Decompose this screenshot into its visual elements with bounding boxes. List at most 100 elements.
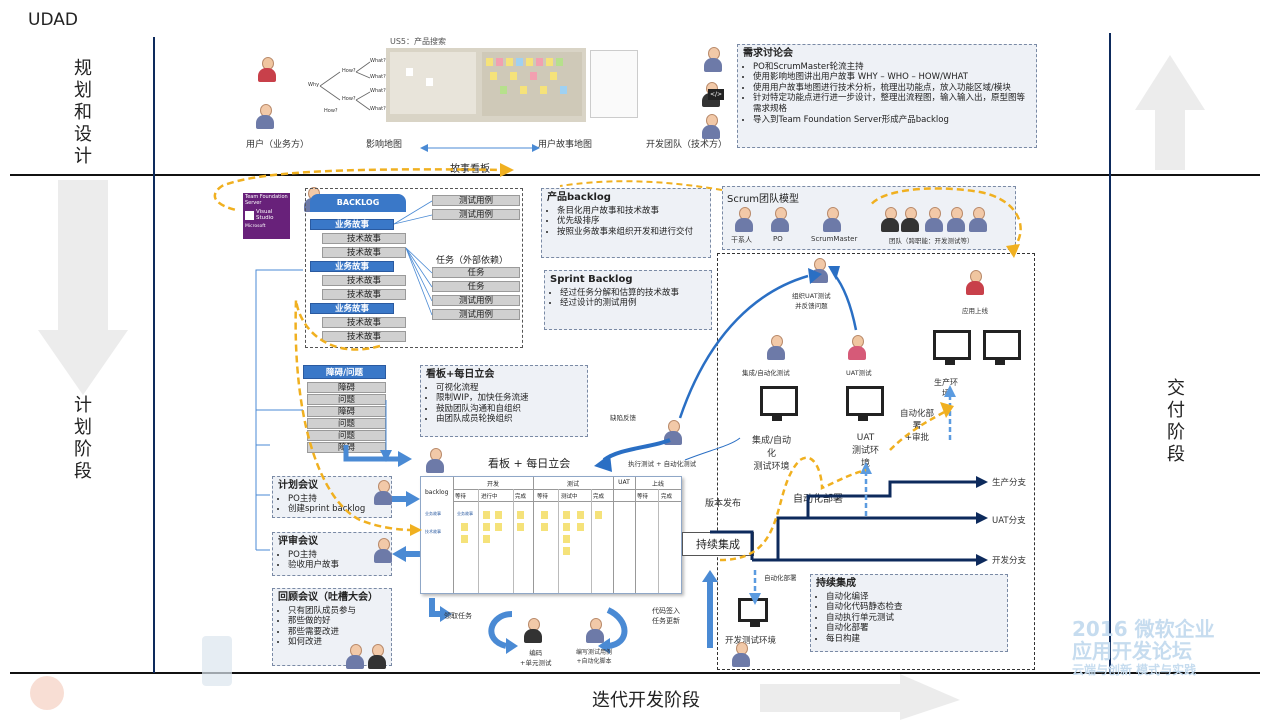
auto-deploy-approve-label: 自动化部 署 +审批 [900, 409, 935, 443]
integration-test-label: 集成/自动化测试 [742, 369, 790, 377]
board-col-done: 完成 [593, 494, 605, 500]
sb-note-item: 经过任务分解和估算的技术故事 [560, 288, 706, 299]
vs-line1: Visual [256, 209, 273, 215]
board-col-wait: 等待 [637, 494, 649, 500]
board-card-tech: 技术故事 [425, 529, 441, 534]
obstacle-item: 障碍 [307, 382, 386, 393]
phone-decor-icon [202, 636, 232, 686]
release-online-label: 应用上线 [962, 307, 988, 315]
board-col-done: 完成 [661, 494, 673, 500]
vs-line2: Studio [256, 215, 274, 222]
board-group-release: 上线 [651, 481, 664, 488]
retro-meeting-item: 那些需要改进 [288, 627, 386, 638]
phase-planning: 计划阶段 [74, 395, 92, 482]
review-meeting-item: 验收用户故事 [288, 560, 386, 571]
test-case-bar: 测试用例 [432, 209, 520, 220]
ci-note-list: 自动化编译 自动化代码静态检查 自动执行单元测试 自动化部署 每日构建 [816, 592, 1002, 645]
claim-task-label: 领取任务 [444, 612, 472, 620]
obstacles-header: 障碍/问题 [303, 365, 386, 379]
backlog-item-business: 业务故事 [310, 261, 394, 272]
review-meeting-title: 评审会议 [278, 536, 318, 547]
req-discussion-note: 需求讨论会 PO和ScrumMaster轮流主持 使用影响地图讲出用户故事 WH… [737, 44, 1037, 148]
integration-tester-icon [765, 335, 787, 361]
dev-team-label: 开发团队（技术方） [646, 140, 728, 150]
page-title: UDAD [28, 10, 78, 30]
board-col-progress: 进行中 [481, 494, 498, 500]
plan-meeting-item: PO主持 [288, 494, 386, 505]
delivery-dashed-box [717, 253, 1035, 670]
kanban-board: backlog 开发 测试 UAT 上线 等待 进行中 完成 等待 测试中 完成… [420, 476, 682, 594]
delivery-flow-lines [594, 266, 988, 605]
req-note-item: 针对特定功能点进行进一步设计，整理出流程图，输入输入出，原型图等需求规格 [753, 93, 1031, 114]
uat-tester-icon [846, 335, 868, 361]
sb-note-title: Sprint Backlog [550, 274, 633, 285]
pb-note-item: 条目化用户故事和技术故事 [557, 206, 705, 217]
sprint-backlog-note: Sprint Backlog 经过任务分解和估算的技术故事 经过设计的测试用例 [544, 270, 712, 330]
product-backlog-note: 产品backlog 条目化用户故事和技术故事 优先级排序 按照业务故事来组织开发… [541, 188, 711, 258]
task-bar: 任务 [432, 281, 520, 292]
backlog-header: BACKLOG [310, 194, 406, 212]
dev-team-person-icon [702, 47, 724, 73]
developer-person-icon [522, 618, 544, 644]
backlog-item-tech: 技术故事 [322, 331, 406, 342]
dev-person-icon [730, 642, 752, 668]
dev-env-label: 开发测试环境 [725, 636, 777, 646]
code-unit-label: 编码 +单元测试 [520, 649, 552, 667]
retro-meeting-item: 那些做的好 [288, 616, 386, 627]
scrummaster-icon [424, 448, 446, 474]
req-note-item: 导入到Team Foundation Server形成产品backlog [753, 115, 1031, 126]
sprint-backlog-dashed-box [305, 188, 523, 348]
planning-meeting-note: 计划会议 PO主持 创建sprint backlog [272, 476, 392, 518]
board-group-test: 测试 [566, 481, 579, 488]
pb-note-title: 产品backlog [547, 192, 611, 203]
ci-note-item: 自动执行单元测试 [826, 613, 1002, 624]
watermark: 2016 微软企业 应用开发论坛 云端与创新 模式与实践 [1072, 618, 1272, 678]
auto-deploy-small-label: 自动化部署 [764, 574, 797, 582]
req-note-item: 使用用户故事地图进行技术分析，梳理出功能点，放入功能区域/模块 [753, 83, 1031, 94]
role-po: PO [773, 235, 783, 243]
board-group-dev: 开发 [486, 481, 499, 488]
prod-monitor-icon [933, 330, 971, 365]
sb-note-item: 经过设计的测试用例 [560, 298, 706, 309]
watermark-line2: 应用开发论坛 [1072, 639, 1192, 663]
backlog-item-tech: 技术故事 [322, 247, 406, 258]
req-note-title: 需求讨论会 [743, 48, 793, 59]
iot-decor-icon [30, 676, 64, 710]
mindmap-node: What? [370, 58, 386, 64]
user-person-icon-2 [254, 104, 276, 130]
team-member-icon [899, 207, 921, 233]
backlog-item-business: 业务故事 [310, 303, 394, 314]
obstacle-arrow [343, 445, 412, 467]
defect-feedback-label: 缺陷反馈 [610, 414, 636, 422]
tfs-line2: Server [245, 199, 262, 206]
laptop-code-icon: </> [708, 89, 724, 100]
backlog-item-tech: 技术故事 [322, 233, 406, 244]
review-meeting-item: PO主持 [288, 550, 386, 561]
retro-meeting-item: 如何改进 [288, 637, 386, 648]
ci-note-item: 每日构建 [826, 634, 1002, 645]
kanban-note-item: 由团队成员轮换组织 [436, 414, 582, 425]
backlog-list: 业务故事 技术故事 技术故事 业务故事 技术故事 技术故事 业务故事 技术故事 … [310, 213, 406, 353]
retro-meeting-item: 只有团队成员参与 [288, 606, 386, 617]
impact-map-diagram [319, 61, 371, 111]
kanban-note-item: 可视化流程 [436, 383, 582, 394]
ci-note-item: 自动化代码静态检查 [826, 602, 1002, 613]
phase-planning-design: 规划和设计 [74, 58, 92, 167]
board-col-wait: 等待 [455, 494, 467, 500]
retro-meeting-note: 回顾会议（吐槽大会） 只有团队成员参与 那些做的好 那些需要改进 如何改进 [272, 588, 392, 666]
mindmap-node: Why [308, 82, 320, 88]
kanban-note-title: 看板+每日立会 [426, 369, 495, 380]
role-stakeholder: 干系人 [731, 236, 752, 244]
req-note-item: PO和ScrumMaster轮流主持 [753, 62, 1031, 73]
release-person-icon [964, 270, 986, 296]
stakeholder-icon [733, 207, 755, 233]
mindmap-node: How? [342, 96, 356, 102]
po-person-icon [372, 538, 394, 564]
backlog-item-tech: 技术故事 [322, 275, 406, 286]
board-backlog-col: backlog [425, 489, 449, 496]
dev-team-person-icon-3 [700, 114, 722, 140]
board-col-testing: 测试中 [561, 494, 578, 500]
left-connector-lines [255, 269, 392, 551]
version-release-label: 版本发布 [705, 499, 742, 509]
